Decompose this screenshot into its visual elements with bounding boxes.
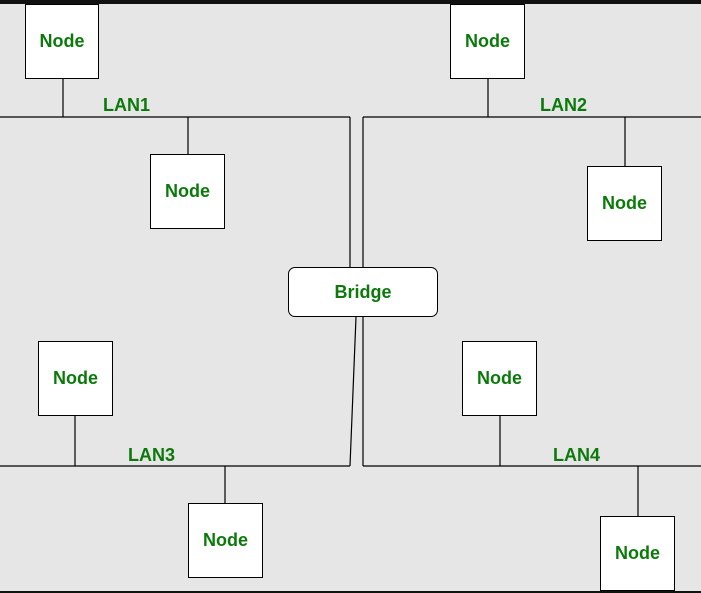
lan2-node-bottom: Node [587, 166, 662, 241]
lan2-label: LAN2 [540, 95, 588, 115]
lan4-node-bottom: Node [600, 516, 675, 591]
lan3-node-top: Node [38, 341, 113, 416]
lan1-label: LAN1 [103, 95, 151, 115]
bridge-box: Bridge [288, 267, 438, 317]
lan1-node-top: Node [25, 4, 99, 79]
lan3-label: LAN3 [128, 445, 176, 465]
lan2-node-top: Node [450, 4, 525, 79]
lan3-node-bottom: Node [188, 503, 263, 578]
lan4-node-top: Node [462, 341, 537, 416]
bridge-link-lan3 [349, 316, 357, 467]
lan4-label: LAN4 [553, 445, 601, 465]
top-border [0, 0, 701, 4]
lan1-node-bottom: Node [150, 154, 225, 229]
bottom-border [0, 591, 701, 593]
